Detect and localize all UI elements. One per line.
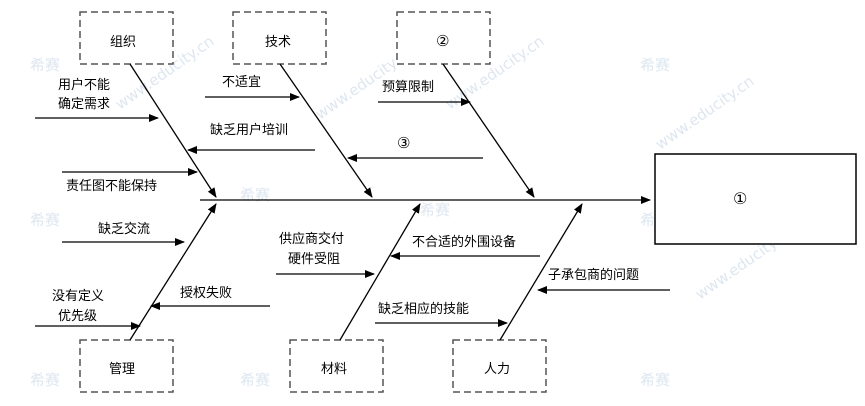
cause-label: 优先级 <box>58 309 97 324</box>
watermark-text: 希赛 <box>30 211 60 229</box>
category-box-materials <box>289 339 384 393</box>
watermark-text: 希赛 <box>240 371 270 389</box>
cause-label: 确定需求 <box>58 97 110 112</box>
cause-label: 预算限制 <box>382 80 434 95</box>
bone-blank-2 <box>442 63 535 198</box>
cause-label: 硬件受阻 <box>288 252 340 267</box>
watermark-text: 希赛 <box>30 56 60 74</box>
watermark-url: www.educity.cn <box>652 72 757 153</box>
category-box-management <box>79 339 174 393</box>
cause-label: 不适宜 <box>222 75 261 90</box>
category-label-manpower: 人力 <box>484 362 510 377</box>
cause-label: 不合适的外围设备 <box>412 234 516 250</box>
category-box-manpower <box>452 339 547 393</box>
effect-box <box>654 153 857 245</box>
cause-label: 缺乏相应的技能 <box>378 301 469 317</box>
cause-label: 缺乏用户培训 <box>210 122 288 138</box>
cause-label: 子承包商的问题 <box>548 267 639 283</box>
cause-label: 供应商交付 <box>279 231 344 247</box>
category-box-technology <box>232 11 327 65</box>
bone-technology <box>279 63 373 198</box>
cause-label: ③ <box>397 134 410 152</box>
watermark-text: 希赛 <box>640 371 670 389</box>
category-label-management: 管理 <box>109 362 135 377</box>
category-label-organization: 组织 <box>110 35 136 50</box>
category-box-organization <box>79 11 174 65</box>
bone-materials <box>339 203 421 341</box>
bone-manpower <box>499 203 583 341</box>
watermark-text: 希赛 <box>420 201 450 219</box>
cause-label: 责任图不能保持 <box>66 179 157 194</box>
cause-label: 用户不能 <box>58 77 110 93</box>
category-label-technology: 技术 <box>265 35 291 50</box>
category-box-blank-2 <box>396 11 491 65</box>
watermark-text: 希赛 <box>30 371 60 389</box>
cause-label: 缺乏交流 <box>98 221 150 237</box>
bone-organization <box>129 63 217 198</box>
category-label-materials: 材料 <box>321 362 347 377</box>
bone-management <box>129 203 217 341</box>
category-label-blank-2: ② <box>436 32 449 50</box>
watermark-text: 希赛 <box>240 186 270 204</box>
watermark-text: 希赛 <box>640 56 670 74</box>
cause-label: 没有定义 <box>52 289 104 304</box>
effect-label: ① <box>733 189 747 208</box>
cause-label: 授权失败 <box>180 285 232 301</box>
